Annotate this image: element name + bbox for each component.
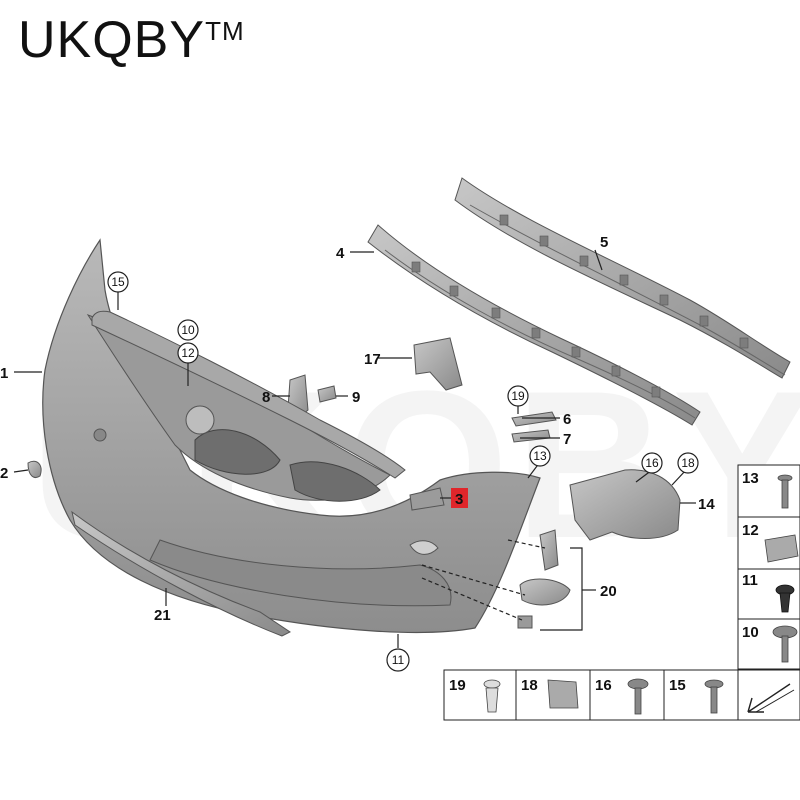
part-6-trim (511, 411, 557, 427)
direction-arrow-icon (747, 683, 795, 713)
part-2-cap (27, 460, 42, 478)
clip-nut-12-icon (764, 534, 799, 563)
screw-13-icon (777, 474, 793, 509)
screw-16-icon (627, 678, 649, 715)
callout-9: 9 (352, 389, 360, 406)
nut-18-icon (547, 679, 579, 709)
part-4-carrier (367, 224, 701, 426)
part-3-cover (409, 487, 445, 511)
brand-logo: UKQBYTM (18, 14, 245, 66)
callout-21: 21 (154, 607, 171, 624)
svg-text:11: 11 (392, 653, 405, 667)
callout-4: 4 (336, 245, 345, 262)
part-20-bracket (539, 529, 559, 571)
callout-6: 6 (563, 411, 571, 428)
part-9-clip (317, 385, 337, 403)
callout-14: 14 (698, 496, 715, 513)
legend-16: 16 (595, 677, 612, 694)
callout-13-circled: 13 (529, 445, 551, 467)
rivet-19-icon (483, 679, 501, 713)
callout-11-circled: 11 (386, 648, 410, 672)
rivet-11-icon (775, 584, 795, 613)
legend-10: 10 (742, 624, 759, 641)
svg-text:19: 19 (511, 389, 525, 403)
callout-15-circled: 15 (107, 271, 129, 293)
legend-11: 11 (742, 572, 758, 589)
part-14-bracket (569, 469, 681, 541)
part-1-bumper (42, 238, 541, 634)
callout-19-circled: 19 (507, 385, 529, 407)
callout-16-circled: 16 (641, 452, 663, 474)
leader-lines-20 (421, 539, 546, 621)
legend-13: 13 (742, 470, 759, 487)
legend-12: 12 (742, 522, 759, 539)
part-17-bracket (413, 337, 463, 391)
callout-2: 2 (0, 465, 8, 482)
svg-text:18: 18 (681, 456, 695, 470)
screw-10-icon (772, 625, 798, 663)
legend-18: 18 (521, 677, 538, 694)
callout-3: 3 (455, 491, 463, 508)
svg-text:10: 10 (181, 323, 195, 337)
part-20-clip (517, 615, 533, 629)
legend-bottom: 19 18 16 15 (443, 669, 800, 721)
part-20-frame (519, 578, 571, 606)
brand-name: UKQBY (18, 11, 206, 69)
legend-right: 13 12 11 10 (737, 464, 800, 670)
part-7-trim (511, 429, 551, 443)
svg-text:13: 13 (533, 449, 547, 463)
screw-15-icon (704, 679, 724, 714)
callout-8: 8 (262, 389, 270, 406)
bracket-20 (540, 547, 596, 631)
part-5-carrier (454, 177, 791, 379)
leader-lines (13, 249, 696, 648)
svg-text:16: 16 (645, 456, 659, 470)
svg-text:12: 12 (181, 346, 195, 360)
callout-7: 7 (563, 431, 571, 448)
callout-20: 20 (600, 583, 617, 600)
callout-10-circled: 10 (177, 319, 199, 341)
callout-17: 17 (364, 351, 381, 368)
callout-5: 5 (600, 234, 608, 251)
svg-text:15: 15 (111, 275, 125, 289)
callout-18-circled: 18 (677, 452, 699, 474)
callout-3-highlight (451, 488, 468, 508)
callout-12-circled: 12 (177, 342, 199, 364)
part-21-strip (71, 510, 291, 637)
callout-1: 1 (0, 365, 8, 382)
legend-19: 19 (449, 677, 466, 694)
legend-15: 15 (669, 677, 686, 694)
brand-trademark: TM (205, 16, 245, 46)
